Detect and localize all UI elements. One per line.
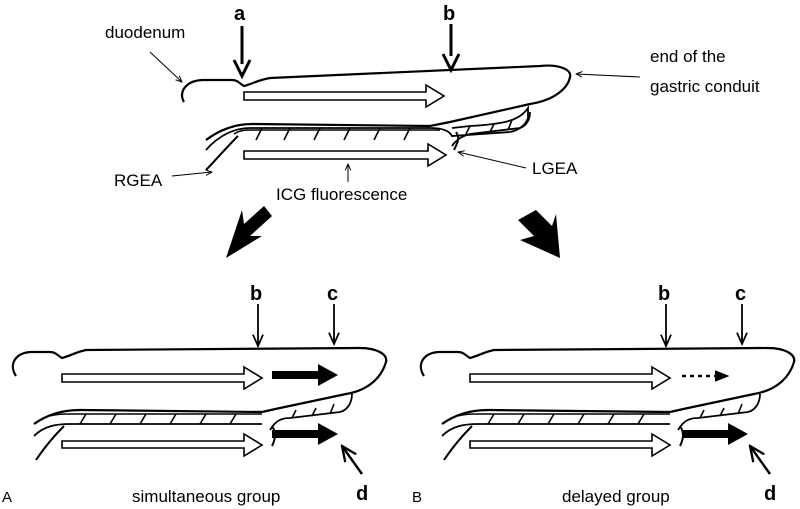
vessel-lower-line — [233, 129, 440, 135]
panel-a-arrow-d — [342, 446, 363, 475]
panel-a-label-c: c — [327, 283, 338, 305]
panel-b-rgea — [443, 425, 473, 461]
panel-a-vessel-lower — [33, 423, 262, 437]
panel-b-label-c: c — [735, 283, 746, 305]
panel-b-vessel-right — [677, 393, 761, 431]
panel-a-vessel-upper — [49, 413, 262, 417]
label-lgea: LGEA — [532, 159, 578, 178]
panel-a-stomach-outline — [11, 346, 388, 425]
panel-b-label-d: d — [764, 483, 776, 505]
panel-a-hollow-arrow-stomach — [61, 365, 264, 391]
panel-a-label-d: d — [356, 483, 368, 505]
panel-a-solid-arrow-stomach — [272, 364, 338, 386]
gastric-conduit-outline — [180, 64, 572, 141]
panel-a-hatches — [79, 403, 335, 425]
panel-a: b c d A simultaneous group — [2, 283, 388, 506]
arrow-b-head — [441, 53, 461, 74]
panel-b: b c d B delayed group — [412, 283, 796, 506]
panel-a-letter: A — [2, 489, 12, 506]
panel-b-letter: B — [412, 489, 422, 506]
pointer-duodenum — [149, 51, 182, 82]
panel-a-hollow-arrow-vessel — [61, 432, 264, 458]
panel-a-caption: simultaneous group — [132, 487, 280, 506]
label-end-line2: gastric conduit — [650, 77, 760, 96]
label-b-top: b — [443, 3, 455, 25]
panel-b-hollow-arrow-vessel — [469, 432, 672, 458]
panel-a-vessel-right — [269, 393, 353, 431]
label-a: a — [234, 3, 246, 25]
panel-b-caption: delayed group — [562, 487, 670, 506]
pointer-end-conduit — [576, 74, 641, 77]
panel-b-arrow-d — [750, 446, 771, 475]
panel-a-label-b: b — [250, 283, 262, 305]
panel-b-stomach-outline — [419, 346, 796, 425]
pointer-lgea — [458, 152, 527, 169]
panel-b-hatches — [487, 403, 743, 425]
pointer-rgea — [171, 172, 212, 177]
label-rgea: RGEA — [114, 171, 163, 190]
arrow-a-head — [232, 59, 252, 80]
panel-a-rgea — [35, 425, 65, 461]
hollow-arrow-vessel — [243, 142, 448, 168]
top-diagram: duodenum a b end of the gastric conduit … — [105, 3, 760, 204]
vessel-band — [205, 105, 529, 151]
big-arrow-right — [518, 210, 560, 258]
panel-b-vessel-lower — [441, 423, 670, 437]
panel-b-label-b: b — [658, 283, 670, 305]
rgea-vessel — [205, 135, 239, 171]
vessel-upper-right — [451, 111, 531, 147]
label-icg: ICG fluorescence — [276, 185, 407, 204]
panel-b-vessel-upper — [457, 413, 670, 417]
vessel-hatches — [255, 119, 513, 141]
label-duodenum: duodenum — [105, 23, 185, 42]
label-end-line1: end of the — [650, 47, 726, 66]
panel-b-hollow-arrow-stomach — [469, 365, 672, 391]
panel-a-solid-arrow-vessel — [272, 423, 338, 445]
hollow-arrow-stomach — [243, 83, 446, 109]
panel-b-solid-arrow-vessel — [682, 423, 748, 445]
lgea-vessel — [453, 131, 460, 151]
big-arrow-left — [226, 206, 272, 258]
